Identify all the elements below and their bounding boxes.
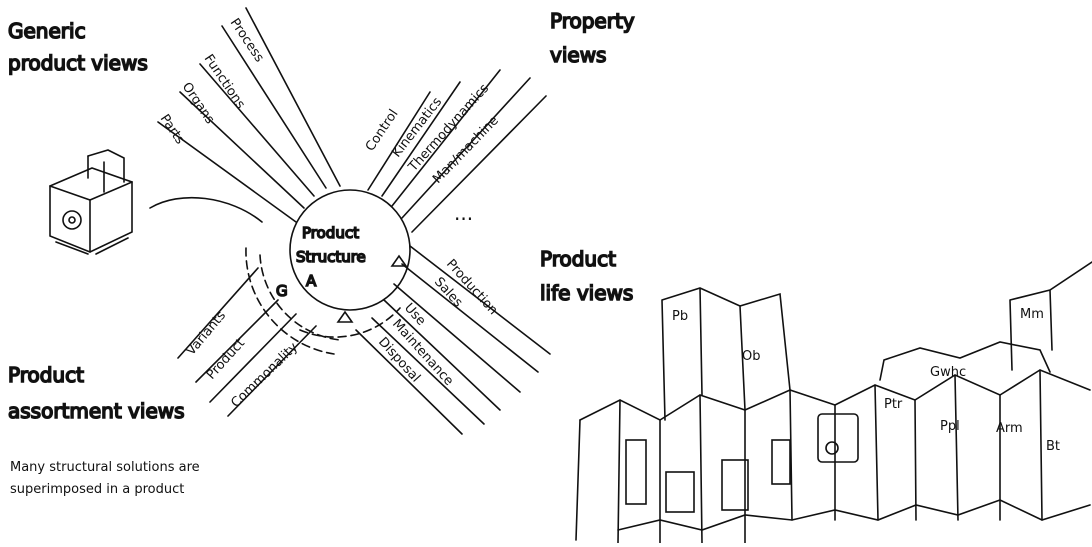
property-view-more: ... bbox=[454, 201, 473, 225]
life-views-strip bbox=[575, 261, 1092, 544]
life-line-1 bbox=[409, 245, 551, 355]
assortment-line-3 bbox=[209, 313, 297, 403]
property-line-5 bbox=[411, 95, 547, 233]
panel-label-ppl: Ppl bbox=[940, 419, 960, 434]
generic-view-process: Process bbox=[227, 16, 267, 65]
property-views-title-2: views bbox=[550, 43, 606, 67]
property-line-2 bbox=[381, 81, 461, 197]
property-line-4 bbox=[401, 77, 531, 219]
connector-curve bbox=[149, 196, 263, 223]
life-line-6 bbox=[355, 329, 463, 435]
life-line-3 bbox=[393, 283, 521, 393]
property-line-1 bbox=[367, 91, 431, 191]
assortment-line-4 bbox=[227, 325, 317, 417]
life-views-title-1: Product bbox=[540, 247, 616, 271]
property-line-3 bbox=[391, 69, 501, 207]
life-line-5 bbox=[371, 317, 485, 425]
generic-line-5 bbox=[245, 7, 341, 187]
product-machine-sketch bbox=[49, 149, 133, 255]
assortment-views-title-2: assortment views bbox=[8, 399, 185, 423]
generic-line-2 bbox=[179, 91, 305, 209]
generic-view-parts: Parts bbox=[157, 112, 188, 147]
product-structure-circle bbox=[289, 189, 411, 311]
life-views-title-2: life views bbox=[540, 281, 633, 305]
dashed-ring-1 bbox=[259, 254, 341, 341]
panel-label-bt: Bt bbox=[1046, 439, 1060, 454]
generic-views-title-1: Generic bbox=[8, 19, 86, 43]
assortment-line-2 bbox=[195, 299, 279, 383]
property-views-title-1: Property bbox=[550, 9, 635, 33]
life-line-4 bbox=[383, 299, 501, 411]
generic-line-4 bbox=[221, 25, 327, 189]
assortment-views-title-1: Product bbox=[8, 363, 84, 387]
generic-line-1 bbox=[157, 121, 297, 223]
panel-label-gwhc: Gwhc bbox=[930, 365, 966, 380]
center-label-2: Structure bbox=[296, 248, 366, 266]
life-line-2 bbox=[401, 263, 539, 373]
panel-label-pb: Pb bbox=[672, 309, 688, 324]
marker-a: A bbox=[306, 272, 317, 290]
center-label-1: Product bbox=[302, 224, 359, 242]
triangle-marker-bottom bbox=[336, 310, 354, 323]
generic-views-title-2: product views bbox=[8, 51, 148, 75]
note-text: Many structural solutions are superimpos… bbox=[10, 457, 200, 501]
dashed-ring-2 bbox=[245, 247, 335, 355]
assortment-view-product: Product bbox=[204, 336, 248, 383]
note-line-1: Many structural solutions are bbox=[10, 460, 200, 475]
dashed-ring-3 bbox=[299, 307, 401, 338]
generic-view-organs: Organs bbox=[179, 80, 218, 127]
panel-label-mm: Mm bbox=[1020, 307, 1044, 322]
generic-line-3 bbox=[199, 63, 315, 197]
assortment-line-1 bbox=[177, 267, 259, 359]
strip-machine-icon bbox=[817, 413, 859, 463]
panel-label-arm: Arm bbox=[996, 421, 1023, 436]
note-line-2: superimposed in a product bbox=[10, 482, 185, 497]
marker-g: G bbox=[276, 282, 288, 300]
triangle-marker-right bbox=[390, 254, 408, 267]
panel-label-ptr: Ptr bbox=[884, 397, 903, 412]
panel-label-ob: Ob bbox=[742, 349, 760, 364]
